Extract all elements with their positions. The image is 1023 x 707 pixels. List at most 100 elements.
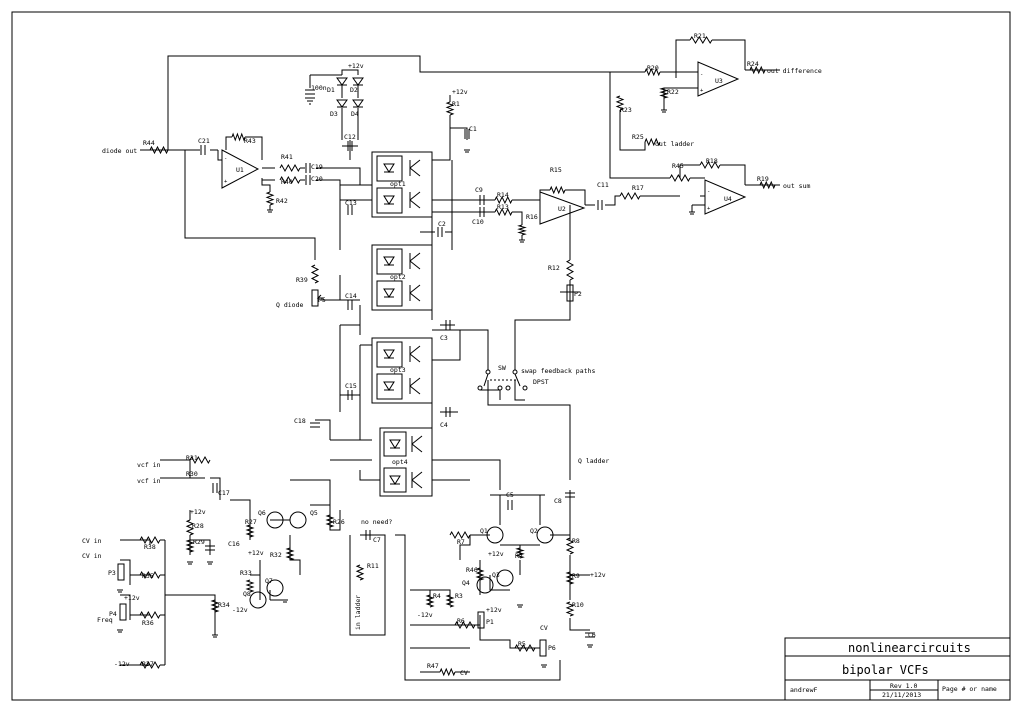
r39-label: R39 xyxy=(296,276,308,284)
sheet-border xyxy=(11,11,1011,701)
r26-label: R26 xyxy=(333,518,345,526)
resistor-r47 xyxy=(439,667,456,677)
potentiometers: P5 P2 P3 P4 P1 P6 xyxy=(108,284,582,657)
capacitor-c11 xyxy=(597,200,603,210)
transistor-labels: Q6 Q5 Q1 Q2 Q4 Q3 Q7 Q8 xyxy=(243,509,538,598)
port-freq: Freq xyxy=(97,616,113,624)
resistor-r46 xyxy=(475,567,485,581)
r45-label: R45 xyxy=(672,162,684,170)
p2-label: P2 xyxy=(574,290,582,298)
supply-pos12-p1: +12v xyxy=(486,606,502,614)
resistor-group xyxy=(139,36,776,677)
resistor-r25 xyxy=(644,137,661,147)
port-cv-r47: CV xyxy=(460,669,468,677)
r28-label: R28 xyxy=(192,522,204,530)
resistor-r23 xyxy=(615,95,625,111)
opamp-u4-label: U4 xyxy=(724,195,732,203)
r4-label: R4 xyxy=(433,592,441,600)
p6-label: P6 xyxy=(548,644,556,652)
c6-label: C6 xyxy=(588,631,596,639)
r6-label: R6 xyxy=(457,617,465,625)
title-author: andrewF xyxy=(790,686,817,694)
c10-label: C10 xyxy=(472,218,484,226)
resistor-r13 xyxy=(494,207,513,217)
diodes: D1 D2 D3 D4 xyxy=(327,77,364,118)
resistor-r35 xyxy=(139,570,161,580)
resistor-r36 xyxy=(139,610,161,620)
wiring xyxy=(120,39,780,681)
p3-label: P3 xyxy=(108,569,116,577)
port-out-sum: out sum xyxy=(783,182,810,190)
resistor-r16 xyxy=(517,224,527,236)
title-date: 21/11/2013 xyxy=(882,691,921,699)
p1-label: P1 xyxy=(486,618,494,626)
resistor-r38 xyxy=(139,535,161,545)
resistor-r3 xyxy=(445,594,455,608)
r42-label: R42 xyxy=(276,197,288,205)
r8-label: R8 xyxy=(572,537,580,545)
resistor-r24 xyxy=(749,65,766,75)
title-revision: Rev 1.0 xyxy=(890,682,917,690)
c3-label: C3 xyxy=(440,334,448,342)
c18-label: C18 xyxy=(294,417,306,425)
supply-pos12-p4: +12v xyxy=(124,594,140,602)
capacitor-c7 xyxy=(365,530,371,540)
svg-text:+: + xyxy=(700,88,704,94)
p4-label: P4 xyxy=(109,610,117,618)
resistor-r32 xyxy=(285,547,295,561)
capacitor-c100n xyxy=(305,89,315,95)
capacitor-group xyxy=(200,89,603,638)
port-cv-in-2: CV in xyxy=(82,552,102,560)
opamp-u1: -+ U1 xyxy=(221,149,260,189)
r35-label: R35 xyxy=(142,572,154,580)
supply-labels: +12v +12v +12v +12v +12v +12v +12v +12v … xyxy=(114,62,606,668)
c17-label: C17 xyxy=(218,489,230,497)
r17-label: R17 xyxy=(632,184,644,192)
supply-pos12-r9: +12v xyxy=(590,571,606,579)
resistor-r34 xyxy=(210,599,220,613)
opamp-u3-label: U3 xyxy=(715,77,723,85)
capacitor-c6 xyxy=(585,632,595,638)
r18-label: R18 xyxy=(706,157,718,165)
r15-label: R15 xyxy=(550,166,562,174)
port-cv-p6: CV xyxy=(540,624,548,632)
title-block: nonlinearcircuits bipolar VCFs andrewF R… xyxy=(784,637,1011,701)
capacitor-c5 xyxy=(507,500,513,510)
r40-label: R40 xyxy=(281,178,293,186)
r3-label: R3 xyxy=(455,592,463,600)
resistor-r33 xyxy=(245,579,255,593)
resistor-r11 xyxy=(355,564,365,581)
capacitor-c1 xyxy=(464,129,470,139)
port-vcf-in-1: vcf in xyxy=(137,461,161,469)
r24-label: R24 xyxy=(747,60,759,68)
c7-label: C7 xyxy=(373,536,381,544)
opto-opt2-label: opt2 xyxy=(390,273,406,281)
switch-sw: SW xyxy=(477,364,528,391)
r29-label: R29 xyxy=(193,538,205,546)
resistor-r15 xyxy=(549,185,566,195)
title-company: nonlinearcircuits xyxy=(848,641,971,655)
resistor-r37 xyxy=(139,660,161,670)
r20-label: R20 xyxy=(647,64,659,72)
supply-neg12-r37: -12v xyxy=(114,660,130,668)
capacitor-c15 xyxy=(347,390,353,400)
q6-label: Q6 xyxy=(258,509,266,517)
resistor-r14 xyxy=(494,195,513,205)
capacitor-c20 xyxy=(305,175,311,185)
resistor-r31 xyxy=(189,455,211,465)
resistor-r20 xyxy=(644,67,661,77)
r44-label: R44 xyxy=(143,139,155,147)
capacitor-c12 xyxy=(347,141,353,151)
resistor-r43 xyxy=(231,132,246,142)
resistor-r4 xyxy=(425,594,435,608)
resistor-r45 xyxy=(669,173,691,183)
opto-opt1-label: opt1 xyxy=(390,180,406,188)
resistor-r12 xyxy=(565,259,575,281)
capacitor-c16 xyxy=(205,545,215,551)
resistor-r26 xyxy=(325,514,335,528)
resistor-r1 xyxy=(445,101,455,116)
r19-label: R19 xyxy=(757,175,769,183)
q1-label: Q1 xyxy=(480,527,488,535)
resistor-r27 xyxy=(245,524,255,538)
q3-label: Q3 xyxy=(492,571,500,579)
